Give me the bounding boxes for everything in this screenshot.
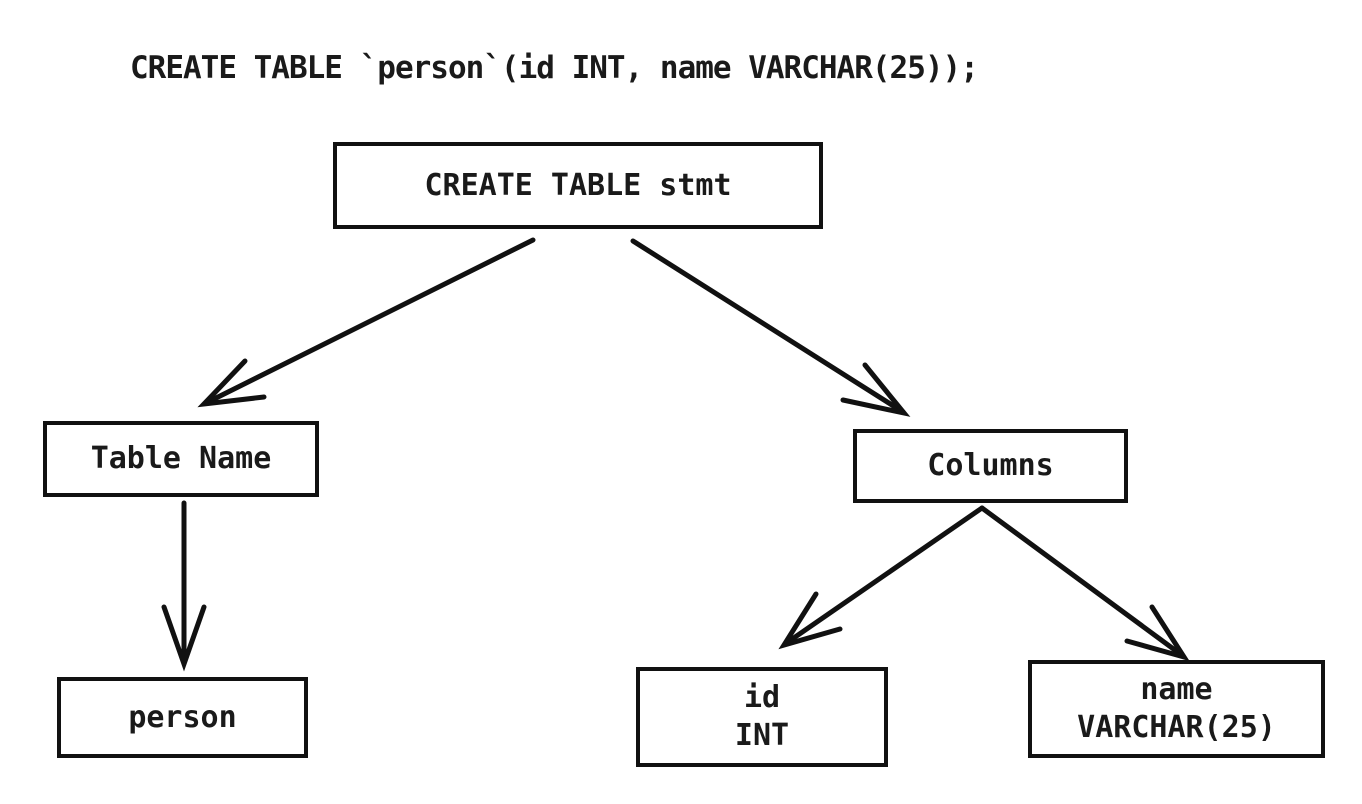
node-person-label: person (128, 699, 237, 735)
arrow-stmt-to-table-name (197, 237, 536, 408)
node-create-table-stmt-label: CREATE TABLE stmt (424, 167, 732, 203)
node-name-varchar-line1: name (1140, 672, 1213, 707)
arrow-stmt-to-columns (630, 238, 911, 417)
arrow-columns-to-name (979, 505, 1190, 662)
node-person: person (57, 677, 308, 758)
node-id-int-line1: id (743, 680, 781, 715)
node-id-int: id INT (636, 667, 888, 767)
node-id-int-line2: INT (734, 718, 790, 753)
node-columns-label: Columns (927, 448, 1054, 483)
sql-code-line: CREATE TABLE `person`(id INT, name VARCH… (130, 50, 979, 86)
node-table-name: Table Name (43, 421, 319, 497)
arrow-table-name-to-person (161, 500, 207, 672)
node-name-varchar: name VARCHAR(25) (1028, 660, 1325, 758)
node-table-name-label: Table Name (90, 441, 272, 476)
node-create-table-stmt: CREATE TABLE stmt (333, 142, 823, 229)
node-columns: Columns (853, 429, 1128, 503)
node-name-varchar-line2: VARCHAR(25) (1077, 710, 1276, 745)
arrow-columns-to-id (778, 505, 985, 650)
